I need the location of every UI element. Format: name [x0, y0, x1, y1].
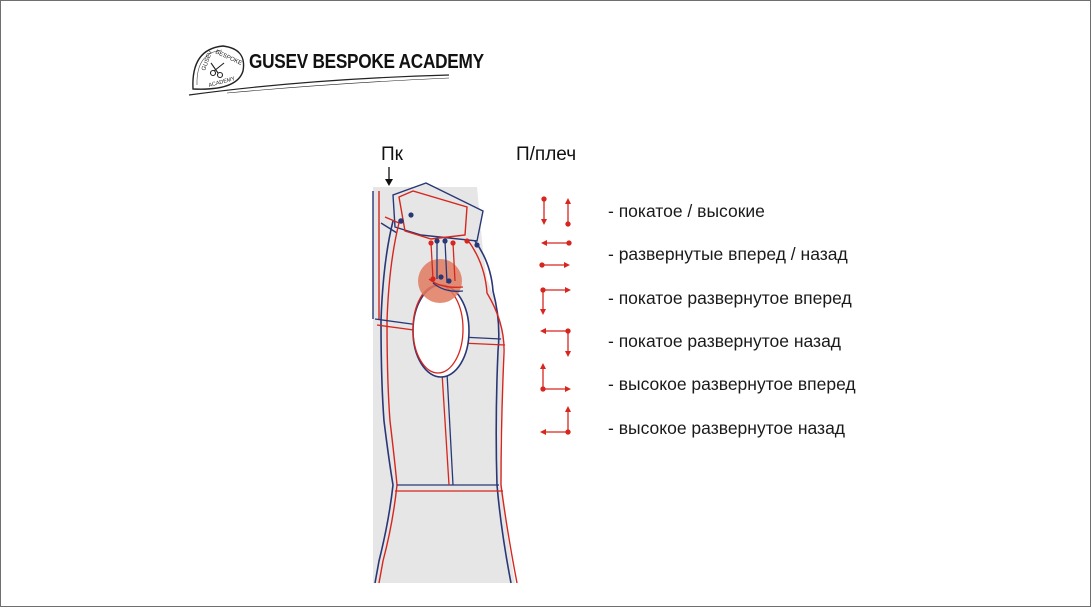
label-pplech: П/плеч: [516, 144, 577, 165]
pk-arrow-icon: [385, 167, 393, 186]
legend-item-1: - покатое / высокие: [608, 201, 765, 221]
arrow-up-right-icon: [540, 363, 571, 392]
arrow-left-down-icon: [540, 328, 571, 357]
shoulder-highlight: [418, 259, 462, 303]
arrow-down-right-icon: [540, 287, 571, 315]
scissors-icon: [209, 62, 225, 79]
outline-right-blue: [474, 240, 512, 584]
logo-seal-icon: GUSEV BESPOKE ACADEMY: [188, 45, 450, 96]
legend-item-5: - высокое развернутое вперед: [608, 374, 856, 394]
outline-red: [378, 222, 400, 584]
legend-item-4: - покатое развернутое назад: [608, 331, 842, 351]
legend-item-2: - развернутые вперед / назад: [608, 244, 848, 264]
construction-dots: [398, 212, 480, 284]
arrow-left-up-icon: [540, 406, 571, 435]
brand-name: GUSEV BESPOKE ACADEMY: [249, 51, 484, 73]
torso-fill: [373, 187, 515, 583]
legend-icons: [539, 196, 572, 435]
arrows-down-up-icon: [541, 196, 571, 227]
logo: GUSEV BESPOKE ACADEMY GUSEV BESPOKE ACAD…: [187, 41, 484, 97]
label-pk: Пк: [381, 144, 403, 165]
outline-right-red: [466, 238, 518, 584]
outline-blue: [374, 220, 394, 584]
legend-item-6: - высокое развернутое назад: [608, 418, 846, 438]
arrows-left-right-icon: [539, 240, 572, 268]
legend-item-3: - покатое развернутое вперед: [608, 288, 852, 308]
collar-bands: [372, 182, 484, 319]
